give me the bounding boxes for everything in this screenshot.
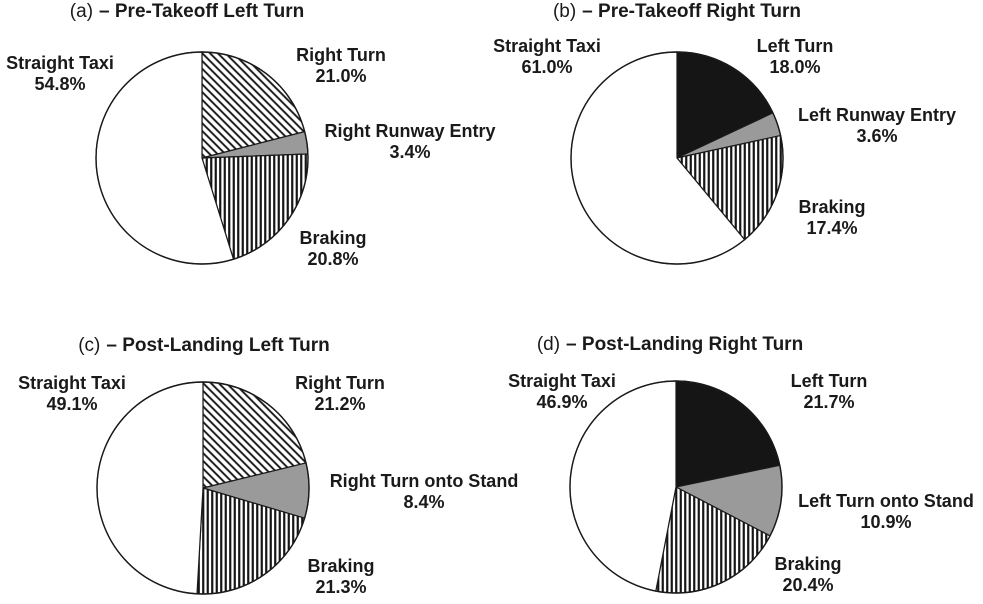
label-b-straight-taxi: Straight Taxi 61.0%: [493, 36, 601, 78]
label-d-left-turn: Left Turn 21.7%: [791, 371, 868, 413]
slice-name: Right Turn: [295, 373, 385, 393]
label-d-straight-taxi: Straight Taxi 46.9%: [508, 371, 616, 413]
slice-name: Braking: [798, 197, 866, 217]
pie-outline-b: [570, 51, 784, 265]
slice-pct: 20.8%: [307, 249, 359, 269]
label-c-right-turn-onto-stand: Right Turn onto Stand 8.4%: [330, 471, 519, 513]
label-c-right-turn: Right Turn 21.2%: [295, 373, 385, 415]
panel-c-title-text: – Post-Landing Left Turn: [106, 335, 330, 356]
label-b-braking: Braking 17.4%: [798, 197, 865, 239]
slice-pct: 18.0%: [769, 57, 821, 77]
label-b-left-runway-entry: Left Runway Entry 3.6%: [798, 105, 956, 147]
slice-name: Left Turn: [756, 36, 834, 56]
slice-pct: 21.7%: [803, 392, 855, 412]
slice-pct: 21.0%: [315, 66, 367, 86]
panel-b-title-text: – Pre-Takeoff Right Turn: [582, 1, 802, 22]
slice-pct: 17.4%: [806, 218, 858, 238]
slice-name: Straight Taxi: [6, 53, 114, 73]
label-d-left-turn-onto-stand: Left Turn onto Stand 10.9%: [798, 491, 974, 533]
label-a-braking: Braking 20.8%: [299, 228, 366, 270]
slice-name: Straight Taxi: [493, 36, 601, 56]
slice-name: Straight Taxi: [508, 371, 616, 391]
panel-d-title: (d)– Post-Landing Right Turn: [537, 334, 803, 356]
slice-pct: 10.9%: [860, 512, 912, 532]
panel-d-title-text: – Post-Landing Right Turn: [566, 334, 804, 355]
slice-pct: 54.8%: [34, 74, 86, 94]
label-a-right-turn: Right Turn 21.0%: [296, 45, 386, 87]
slice-pct: 20.4%: [782, 575, 834, 595]
slice-name: Right Turn: [296, 45, 386, 65]
label-a-right-runway-entry: Right Runway Entry 3.4%: [324, 121, 495, 163]
slice-name: Braking: [307, 556, 375, 576]
slice-name: Braking: [774, 554, 842, 574]
slice-pct: 61.0%: [521, 57, 573, 77]
slice-name: Right Runway Entry: [324, 121, 496, 141]
slice-name: Straight Taxi: [18, 373, 126, 393]
pie-outline-a: [95, 51, 309, 265]
panel-a-title: (a)– Pre-Takeoff Left Turn: [70, 1, 304, 23]
slice-pct: 3.4%: [389, 142, 431, 162]
slice-pct: 8.4%: [403, 492, 445, 512]
label-c-straight-taxi: Straight Taxi 49.1%: [18, 373, 126, 415]
slice-name: Right Turn onto Stand: [329, 471, 519, 491]
pie-chart-c: [96, 381, 310, 595]
label-b-left-turn: Left Turn 18.0%: [757, 36, 834, 78]
slice-pct: 21.2%: [314, 394, 366, 414]
pie-chart-d: [569, 380, 783, 594]
panel-b-title: (b)– Pre-Takeoff Right Turn: [553, 1, 801, 23]
panel-b-index: (b): [552, 1, 577, 22]
label-c-braking: Braking 21.3%: [307, 556, 374, 598]
slice-name: Left Turn onto Stand: [798, 491, 974, 511]
pie-outline-c: [96, 381, 310, 595]
slice-pct: 3.6%: [856, 126, 898, 146]
panel-c-title: (c)– Post-Landing Left Turn: [78, 335, 330, 357]
slice-pct: 46.9%: [536, 392, 588, 412]
panel-d-index: (d): [536, 334, 561, 355]
slice-name: Left Turn: [790, 371, 868, 391]
label-a-straight-taxi: Straight Taxi 54.8%: [6, 53, 114, 95]
slice-name: Left Runway Entry: [797, 105, 957, 125]
pie-chart-b: [570, 51, 784, 265]
panel-a-index: (a): [69, 1, 94, 22]
slice-pct: 21.3%: [315, 577, 367, 597]
slice-pct: 49.1%: [46, 394, 98, 414]
pie-outline-d: [569, 380, 783, 594]
label-d-braking: Braking 20.4%: [774, 554, 841, 596]
pie-chart-a: [95, 51, 309, 265]
panel-a-title-text: – Pre-Takeoff Left Turn: [99, 1, 305, 22]
slice-name: Braking: [299, 228, 367, 248]
panel-c-index: (c): [78, 335, 101, 356]
